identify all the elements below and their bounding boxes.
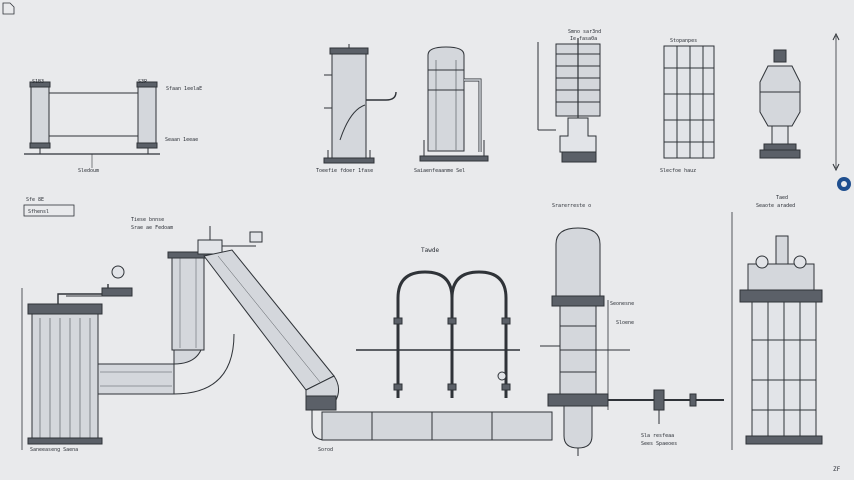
left-info-box — [23, 204, 75, 217]
outlet-label-1: Sla resfeaa — [641, 433, 674, 439]
loop-label: Tawde — [421, 247, 439, 254]
top-exchanger-tag-left: S1B3 — [32, 79, 44, 85]
reactor-vessel — [759, 49, 801, 159]
panel-caption-bottom: Slecfoe hauz — [660, 168, 696, 174]
left-box-line-1: Sfe 8E — [26, 197, 44, 203]
side-label-2: Sloene — [616, 320, 634, 326]
right-unit-title-1: Taed — [776, 195, 788, 201]
panel-caption-top: Stopanpes — [670, 38, 697, 44]
right-unit-title-2: Seaote araded — [756, 203, 795, 209]
column-caption: Saiaenfeaanme Sel — [414, 168, 465, 174]
pipe-note-line-2: Srae ae Fedoam — [131, 225, 173, 231]
finned-stack — [537, 38, 601, 163]
stack-caption-top: Smno sar3nd — [568, 29, 601, 35]
dimension-line-right — [832, 32, 840, 172]
double-loop — [356, 270, 520, 398]
large-left-vessel — [21, 265, 133, 450]
vertical-column — [419, 46, 489, 162]
top-exchanger-caption: Sledoum — [78, 168, 99, 174]
transfer-pipe-horizontal — [97, 325, 235, 395]
stack-caption-sub: Ie fasa0a — [570, 36, 597, 42]
top-exchanger-tag-right: S3P — [138, 79, 147, 85]
outlet-label-2: Sees Spaeoes — [641, 441, 677, 447]
tank-caption: Toeefie fdoer 1fase — [316, 168, 373, 174]
bottom-horizontal-pipe — [305, 395, 553, 441]
right-processing-unit — [731, 212, 823, 450]
left-box-line-2: Sfhensl — [28, 209, 49, 215]
pipe-note-line-1: Tiese bnnse — [131, 217, 164, 223]
vertical-riser — [167, 226, 263, 351]
circle-marker-icon[interactable] — [837, 177, 851, 191]
column-top-label: Srarerreste o — [552, 203, 591, 209]
bottom-mid-text: Sorod — [318, 447, 333, 453]
top-horizontal-exchanger — [24, 81, 160, 168]
corner-mark: ZF — [833, 466, 841, 473]
tall-column — [540, 227, 630, 456]
side-label-1: Seonesne — [610, 301, 634, 307]
page-corner-icon — [2, 2, 15, 15]
grid-panel — [663, 45, 715, 159]
bottom-left-text: Saneeaseng Saena — [30, 447, 78, 453]
top-exchanger-label-2: Seaan 1eeae — [165, 137, 198, 143]
outlet-pipe — [608, 389, 724, 424]
diagonal-duct — [203, 249, 340, 401]
top-exchanger-label-1: Sfaan 1eelaE — [166, 86, 202, 92]
vertical-tank — [323, 44, 397, 164]
